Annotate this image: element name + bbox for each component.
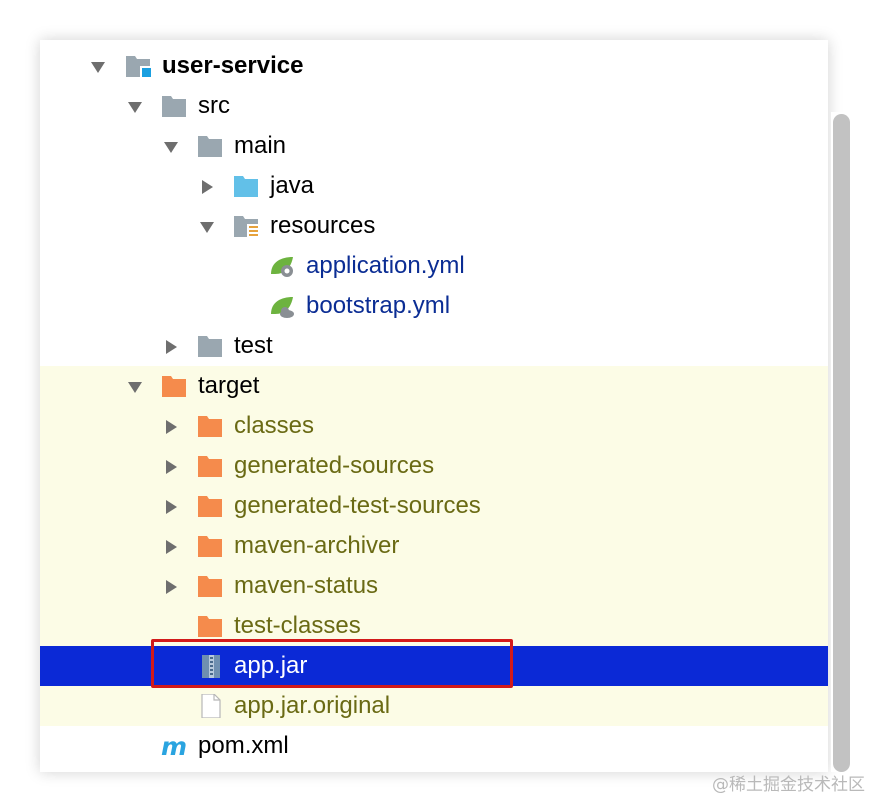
tree-item-app-jar-original[interactable]: app.jar.original <box>40 686 828 726</box>
tree-item-label: app.jar.original <box>234 692 391 719</box>
expanded-arrow-icon[interactable] <box>127 379 143 395</box>
tree-item-label: bootstrap.yml <box>306 292 451 319</box>
highlight-box <box>151 639 513 688</box>
excluded-folder-icon <box>198 496 222 517</box>
tree-item-application-yml[interactable]: application.yml <box>40 246 828 286</box>
tree-item-label: user-service <box>162 52 304 79</box>
tree-item-label: test <box>234 332 273 359</box>
tree-item-label: maven-archiver <box>234 532 400 559</box>
tree-item-label: generated-sources <box>234 452 435 479</box>
collapsed-arrow-icon[interactable] <box>199 179 215 195</box>
expanded-arrow-icon[interactable] <box>163 139 179 155</box>
excluded-folder-icon <box>162 376 186 397</box>
spring-cloud-config-icon <box>271 297 294 318</box>
tree-item-label: resources <box>270 212 376 239</box>
tree-item-user-service[interactable]: user-service <box>40 46 828 86</box>
tree-item-test[interactable]: test <box>40 326 828 366</box>
tree-item-label: application.yml <box>306 252 465 279</box>
project-tree: user-service src main java <box>40 46 828 766</box>
collapsed-arrow-icon[interactable] <box>163 499 179 515</box>
tree-item-src[interactable]: src <box>40 86 828 126</box>
tree-item-maven-status[interactable]: maven-status <box>40 566 828 606</box>
tree-item-label: test-classes <box>234 612 361 639</box>
scrollbar-thumb[interactable] <box>833 114 850 772</box>
tree-item-maven-archiver[interactable]: maven-archiver <box>40 526 828 566</box>
tree-item-bootstrap-yml[interactable]: bootstrap.yml <box>40 286 828 326</box>
tree-item-app-jar[interactable]: app.jar <box>40 646 828 686</box>
resources-folder-icon <box>234 216 259 238</box>
tree-item-pom-xml[interactable]: m pom.xml <box>40 726 828 766</box>
source-root-folder-icon <box>234 176 258 197</box>
svg-text:m: m <box>161 734 187 758</box>
tree-item-label: main <box>234 132 287 159</box>
excluded-folder-icon <box>198 616 222 637</box>
excluded-folder-icon <box>198 576 222 597</box>
watermark: @稀土掘金技术社区 <box>712 775 865 795</box>
collapsed-arrow-icon[interactable] <box>163 579 179 595</box>
collapsed-arrow-icon[interactable] <box>163 419 179 435</box>
tree-item-label: pom.xml <box>198 732 289 759</box>
excluded-folder-icon <box>198 536 222 557</box>
folder-icon <box>162 96 186 117</box>
tree-item-generated-test-sources[interactable]: generated-test-sources <box>40 486 828 526</box>
tree-item-label: generated-test-sources <box>234 492 481 519</box>
expanded-arrow-icon[interactable] <box>127 99 143 115</box>
collapsed-arrow-icon[interactable] <box>163 339 179 355</box>
tree-item-java[interactable]: java <box>40 166 828 206</box>
excluded-folder-icon <box>198 416 222 437</box>
tree-item-label: target <box>198 372 260 399</box>
file-icon <box>201 694 221 718</box>
expanded-arrow-icon[interactable] <box>90 59 106 75</box>
jar-archive-icon <box>202 655 220 678</box>
tree-item-label: maven-status <box>234 572 379 599</box>
tree-item-resources[interactable]: resources <box>40 206 828 246</box>
tree-item-label: classes <box>234 412 315 439</box>
folder-icon <box>198 136 222 157</box>
excluded-folder-icon <box>198 456 222 477</box>
spring-config-icon <box>271 257 293 277</box>
module-folder-icon <box>126 56 151 77</box>
tree-item-label: app.jar <box>234 652 308 679</box>
maven-icon: m <box>161 734 187 758</box>
tree-item-label: java <box>270 172 315 199</box>
collapsed-arrow-icon[interactable] <box>163 539 179 555</box>
tree-item-target[interactable]: target <box>40 366 828 406</box>
project-tree-panel: user-service src main java <box>40 40 828 772</box>
tree-item-label: src <box>198 92 230 119</box>
expanded-arrow-icon[interactable] <box>199 219 215 235</box>
tree-item-main[interactable]: main <box>40 126 828 166</box>
collapsed-arrow-icon[interactable] <box>163 459 179 475</box>
tree-item-generated-sources[interactable]: generated-sources <box>40 446 828 486</box>
folder-icon <box>198 336 222 357</box>
tree-item-classes[interactable]: classes <box>40 406 828 446</box>
